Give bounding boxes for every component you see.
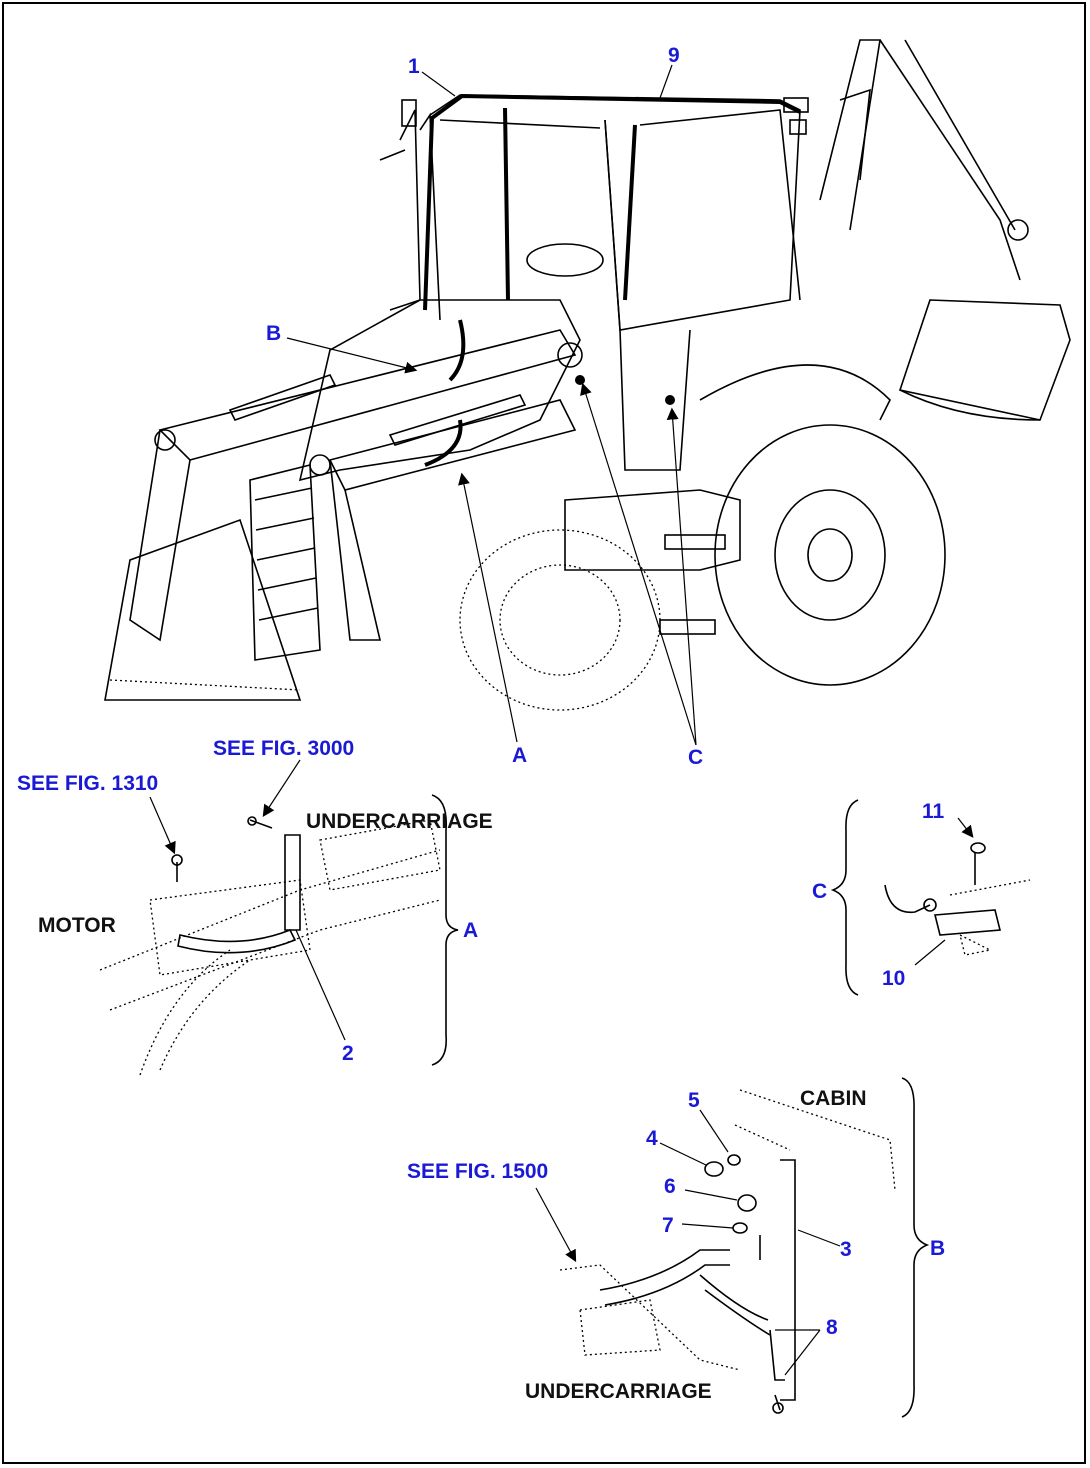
- see-fig-1500: SEE FIG. 1500: [407, 1160, 548, 1183]
- detail-letter-c: C: [812, 880, 827, 903]
- detail-marker-b: B: [266, 322, 281, 345]
- undercarriage-label-b: UNDERCARRIAGE: [525, 1380, 712, 1403]
- detail-letter-a: A: [463, 919, 478, 942]
- detail-marker-c: C: [688, 746, 703, 769]
- detail-b-illustration: [559, 1089, 896, 1414]
- see-fig-1310: SEE FIG. 1310: [17, 772, 158, 795]
- callout-2: 2: [342, 1042, 354, 1065]
- callout-5: 5: [688, 1089, 700, 1112]
- see-fig-3000: SEE FIG. 3000: [213, 737, 354, 760]
- motor-label: MOTOR: [38, 914, 116, 937]
- cabin-label: CABIN: [800, 1087, 867, 1110]
- callout-11: 11: [922, 800, 945, 823]
- callout-8: 8: [826, 1316, 838, 1339]
- detail-c-illustration: [884, 842, 1031, 956]
- callout-1: 1: [408, 55, 420, 78]
- callout-9: 9: [668, 44, 680, 67]
- undercarriage-label-a: UNDERCARRIAGE: [306, 810, 493, 833]
- callout-10: 10: [882, 967, 905, 990]
- callout-6: 6: [664, 1175, 676, 1198]
- detail-a-illustration: [99, 816, 441, 1076]
- detail-marker-a: A: [512, 744, 527, 767]
- backhoe-loader-illustration: [104, 39, 1071, 711]
- callout-3: 3: [840, 1238, 852, 1261]
- detail-letter-b: B: [930, 1237, 945, 1260]
- callout-4: 4: [646, 1127, 658, 1150]
- callout-7: 7: [662, 1214, 674, 1237]
